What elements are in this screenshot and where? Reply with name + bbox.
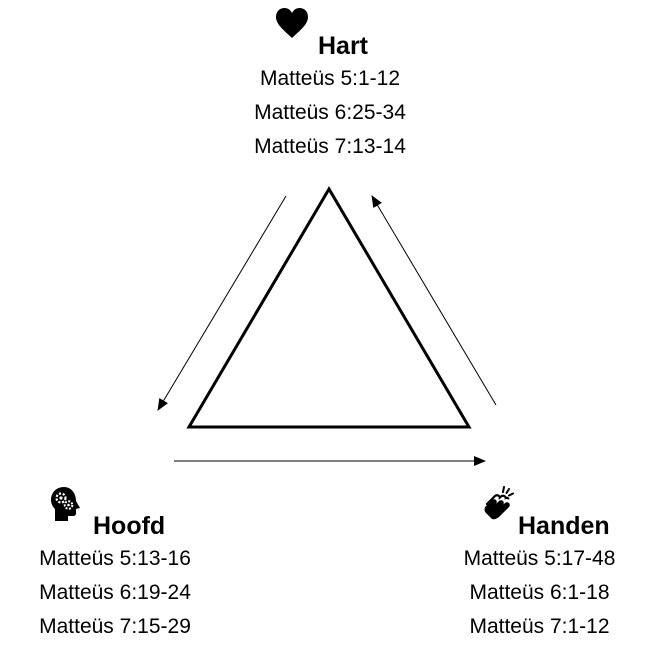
node-refs-hoofd: Matteüs 5:13-16 Matteüs 6:19-24 Matteüs … bbox=[0, 542, 230, 644]
arrow-handen-to-hart bbox=[371, 195, 497, 406]
ref-hoofd-3: Matteüs 7:15-29 bbox=[39, 615, 191, 638]
node-title-hart: Hart bbox=[318, 32, 369, 60]
ref-hart-3: Matteüs 7:13-14 bbox=[254, 135, 406, 158]
node-refs-handen: Matteüs 5:17-48 Matteüs 6:1-18 Matteüs 7… bbox=[430, 542, 649, 644]
center-triangle bbox=[186, 186, 472, 429]
node-handen: Handen Matteüs 5:17-48 Matteüs 6:1-18 Ma… bbox=[430, 480, 649, 645]
node-title-hoofd: Hoofd bbox=[93, 512, 166, 540]
node-hoofd: Hoofd Matteüs 5:13-16 Matteüs 6:19-24 Ma… bbox=[0, 480, 230, 645]
node-title-handen: Handen bbox=[518, 512, 610, 540]
ref-handen-1: Matteüs 5:17-48 bbox=[463, 547, 616, 570]
heart-icon bbox=[276, 8, 308, 38]
ref-hart-1: Matteüs 5:1-12 bbox=[259, 67, 401, 90]
ref-handen-2: Matteüs 6:1-18 bbox=[469, 581, 610, 604]
node-hart: Hart Matteüs 5:1-12 Matteüs 6:25-34 Matt… bbox=[200, 0, 460, 180]
node-refs-hart: Matteüs 5:1-12 Matteüs 6:25-34 Matteüs 7… bbox=[200, 62, 460, 164]
arrow-hart-to-hoofd bbox=[157, 195, 287, 411]
clapping-hands-icon bbox=[484, 486, 514, 520]
ref-hoofd-1: Matteüs 5:13-16 bbox=[39, 547, 191, 570]
ref-hart-2: Matteüs 6:25-34 bbox=[254, 101, 406, 124]
ref-hoofd-2: Matteüs 6:19-24 bbox=[39, 581, 191, 604]
ref-handen-3: Matteüs 7:1-12 bbox=[469, 615, 610, 638]
head-gears-icon bbox=[51, 487, 80, 521]
